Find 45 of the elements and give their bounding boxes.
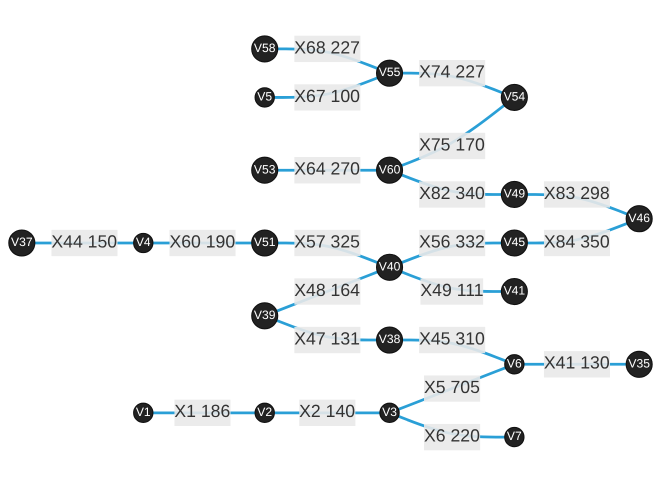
node-circle: V38: [376, 326, 404, 354]
edge-label: X84 350: [544, 233, 610, 252]
edge-label: X48 164: [294, 282, 360, 300]
edge-label: X82 340: [419, 184, 485, 204]
edge-label: X67 100: [294, 88, 360, 106]
edge-label: X49 111: [420, 282, 484, 300]
node-circle: V49: [500, 180, 528, 208]
node-circle: V35: [626, 350, 653, 378]
edge-label: X60 190: [169, 233, 236, 252]
edge-label: X74 227: [419, 63, 485, 82]
edge-label: X56 332: [419, 233, 485, 252]
edge-label: X47 131: [294, 330, 360, 349]
node-circle: V40: [376, 254, 404, 281]
node-circle: V51: [251, 229, 278, 257]
node-circle: V7: [504, 426, 525, 448]
node-circle: V41: [500, 278, 528, 306]
node-circle: V5: [254, 87, 275, 108]
node-circle: V54: [500, 84, 528, 111]
node-circle: V1: [133, 402, 154, 423]
node-circle: V39: [251, 302, 278, 330]
node-circle: V55: [376, 60, 404, 87]
edge-label: X6 220: [424, 427, 480, 446]
node-circle: V45: [500, 229, 528, 257]
edge-label: X68 227: [294, 38, 360, 58]
node-circle: V53: [251, 156, 278, 184]
edge-label: X45 310: [419, 330, 485, 349]
connector: [401, 104, 505, 167]
edge-label: X5 705: [424, 378, 480, 398]
edge-label: X75 170: [419, 136, 485, 155]
edge-label: X44 150: [51, 233, 118, 252]
node-circle: V2: [254, 402, 275, 423]
edge-label: X41 130: [544, 354, 610, 374]
edge-label: X64 270: [294, 160, 360, 180]
edge-label: X57 325: [294, 233, 360, 252]
node-circle: V37: [8, 229, 36, 257]
node-circle: V3: [379, 402, 400, 423]
edge-label: X2 140: [299, 402, 356, 422]
node-circle: V60: [376, 156, 404, 184]
node-circle: V6: [504, 354, 525, 374]
edge-label: X83 298: [544, 184, 610, 204]
edge-label: X1 186: [174, 402, 230, 422]
node-circle: V58: [251, 35, 278, 62]
node-circle: V46: [626, 205, 653, 232]
node-circle: V4: [133, 232, 154, 254]
connector: [398, 366, 506, 411]
